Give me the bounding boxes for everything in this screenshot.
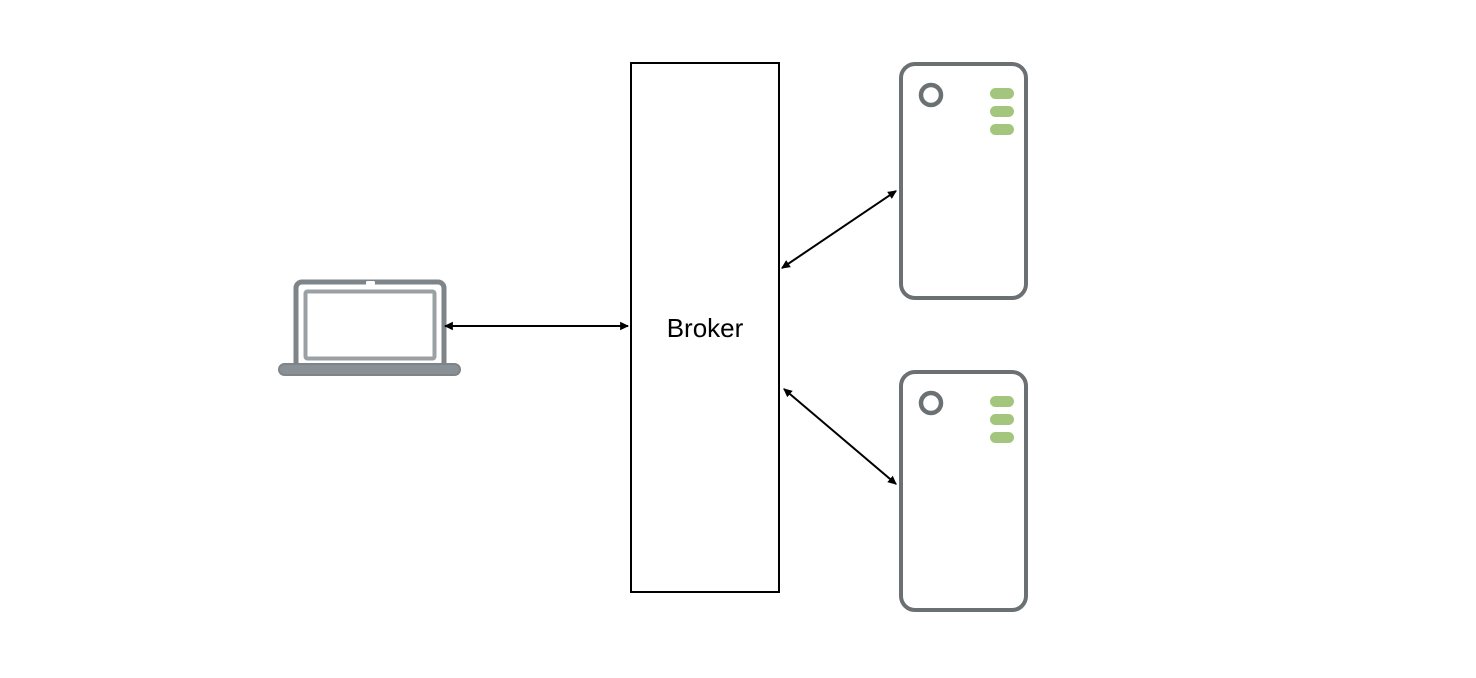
server-top-status-bar-2 [990, 106, 1014, 117]
broker-node[interactable]: Broker [630, 62, 780, 593]
edge-broker-server-bottom[interactable] [783, 388, 897, 485]
edge-broker-server-top[interactable] [781, 190, 897, 269]
broker-box[interactable] [630, 62, 780, 593]
laptop-screen [303, 289, 437, 361]
broker-label: Broker [667, 313, 744, 343]
server-top-node[interactable] [899, 62, 1028, 300]
server-bottom-node[interactable] [899, 370, 1028, 612]
server-top-power-icon [918, 82, 944, 108]
server-top-body[interactable] [899, 62, 1028, 300]
server-bottom-status-bar-3 [990, 432, 1014, 443]
laptop-base [278, 363, 461, 376]
laptop-webcam-notch [366, 281, 375, 285]
server-bottom-status-bar-1 [990, 396, 1014, 407]
server-bottom-status-bar-2 [990, 414, 1014, 425]
server-bottom-body[interactable] [899, 370, 1028, 612]
server-top-status-bar-1 [990, 88, 1014, 99]
server-top-status-bar-3 [990, 124, 1014, 135]
client-laptop-icon [278, 279, 461, 376]
server-bottom-power-icon [918, 390, 944, 416]
